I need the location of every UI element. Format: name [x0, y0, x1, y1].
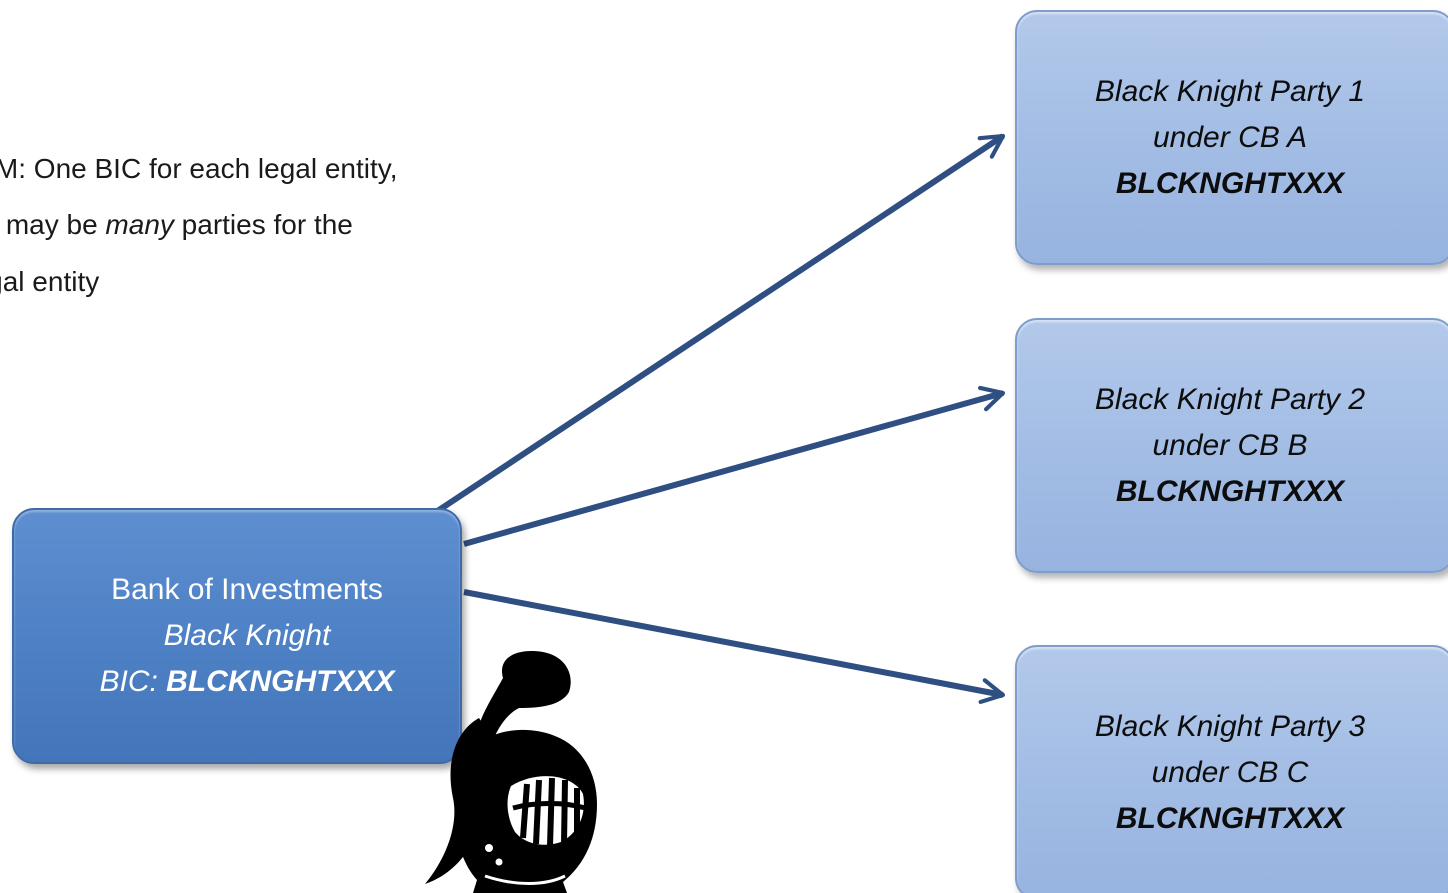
- party-3-box: Black Knight Party 3 under CB C BLCKNGHT…: [1015, 645, 1448, 893]
- arrow-to-party-2: [463, 385, 1006, 547]
- problem-statement: BLEM: One BIC for each legal entity, her…: [0, 0, 620, 340]
- bank-name: Bank of Investments: [111, 573, 383, 606]
- party-name: Black Knight Party 2: [1094, 382, 1366, 416]
- party-cb: under CB C: [1151, 755, 1309, 789]
- bank-of-investments-box: Bank of Investments Black Knight BIC: BL…: [12, 508, 462, 764]
- bic-code: BLCKNGHTXXX: [166, 665, 395, 698]
- problem-line-1: BLEM: One BIC for each legal entity,: [0, 153, 398, 184]
- bic-line: BIC: BLCKNGHTXXX: [99, 659, 394, 705]
- arrow-to-party-1: [434, 133, 1006, 515]
- party-cb: under CB B: [1152, 428, 1308, 462]
- party-name: Black Knight Party 1: [1094, 74, 1366, 108]
- party-1-box: Black Knight Party 1 under CB A BLCKNGHT…: [1015, 10, 1448, 265]
- problem-line-3: e legal entity: [0, 266, 100, 297]
- arrow-to-party-3: [463, 589, 1006, 705]
- problem-line-2: here may be many parties for the: [0, 209, 353, 240]
- party-2-box: Black Knight Party 2 under CB B BLCKNGHT…: [1015, 318, 1448, 573]
- knight-helmet-icon: [425, 651, 597, 893]
- party-bic: BLCKNGHTXXX: [1115, 474, 1345, 508]
- bic-label: BIC:: [99, 665, 167, 698]
- party-bic: BLCKNGHTXXX: [1115, 801, 1345, 835]
- party-name: Black Knight Party 3: [1094, 709, 1366, 743]
- entity-name: Black Knight: [163, 619, 331, 652]
- party-bic: BLCKNGHTXXX: [1115, 166, 1345, 200]
- party-cb: under CB A: [1153, 120, 1307, 154]
- emphasis-many: many: [105, 209, 174, 240]
